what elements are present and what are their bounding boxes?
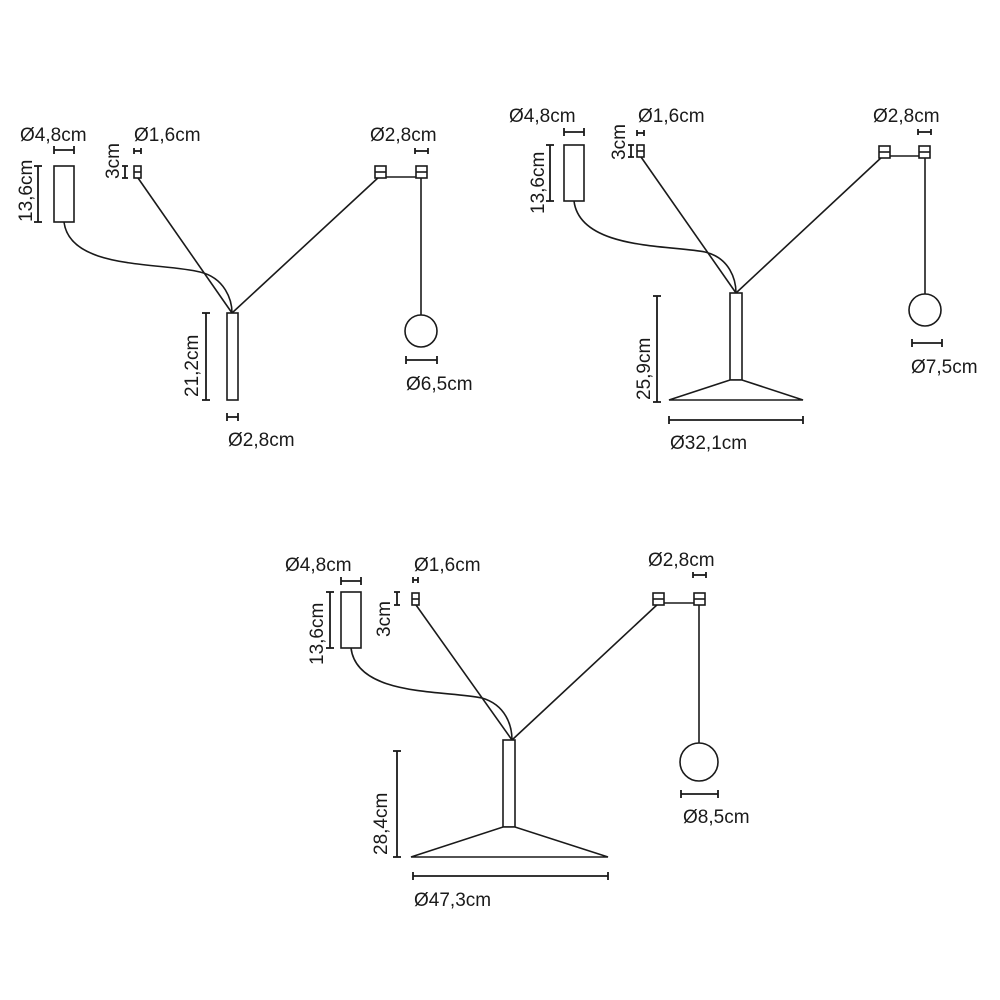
globe <box>679 742 719 782</box>
anchor-cable <box>137 177 233 314</box>
arm-cable <box>511 602 660 741</box>
anchor-height-dimension <box>628 144 634 158</box>
anchor-height-dimension <box>394 591 400 606</box>
lamp-body <box>226 312 239 401</box>
arm-joint-diameter-label: Ø2,8cm <box>648 550 715 571</box>
power-cable <box>573 200 737 294</box>
shade-diameter-dimension <box>668 416 804 424</box>
shade-diameter-label: Ø47,3cm <box>414 890 491 911</box>
shade-diameter-label: Ø32,1cm <box>670 433 747 454</box>
anchor-diameter-dimension <box>133 148 142 154</box>
arm-cable <box>735 155 884 294</box>
anchor-cable <box>415 604 513 741</box>
canopy-body <box>340 591 362 649</box>
canopy-diameter-label: Ø4,8cm <box>509 106 576 127</box>
body-height-label: 25,9cm <box>634 338 655 400</box>
power-cable <box>63 221 233 314</box>
anchor-diameter-label: Ø1,6cm <box>134 125 201 146</box>
canopy-height-label: 13,6cm <box>16 160 37 222</box>
body-height-dimension <box>653 295 661 403</box>
globe-diameter-dimension <box>405 356 438 364</box>
anchor-height-label: 3cm <box>103 143 124 179</box>
body-height-dimension <box>393 750 401 858</box>
canopy-height-label: 13,6cm <box>528 152 549 214</box>
lamp-shade <box>668 379 804 401</box>
body-height-dimension <box>202 312 210 401</box>
anchor-diameter-dimension <box>636 130 645 136</box>
anchor-height-label: 3cm <box>374 601 395 637</box>
body-height-label: 28,4cm <box>371 793 392 855</box>
arm-joint-diameter-label: Ø2,8cm <box>370 125 437 146</box>
anchor-cable <box>640 156 737 294</box>
body-diameter-dimension <box>226 413 239 421</box>
canopy-body <box>53 165 75 223</box>
anchor-height-label: 3cm <box>609 124 630 160</box>
canopy-diameter-dimension <box>53 146 75 154</box>
globe <box>404 314 438 348</box>
arm-joint-diameter-label: Ø2,8cm <box>873 106 940 127</box>
power-cable <box>350 647 513 741</box>
anchor-diameter-dimension <box>412 577 419 583</box>
canopy-diameter-dimension <box>563 128 585 136</box>
canopy-height-label: 13,6cm <box>307 603 328 665</box>
globe <box>908 293 942 327</box>
lamp-shade <box>410 826 609 858</box>
lamp-body <box>502 739 516 828</box>
anchor-diameter-label: Ø1,6cm <box>414 555 481 576</box>
lamp-body <box>729 292 743 381</box>
canopy-height-dimension <box>326 591 334 649</box>
canopy-body <box>563 144 585 202</box>
shade-diameter-dimension <box>412 872 609 880</box>
anchor-height-dimension <box>122 165 128 179</box>
variant-medium: Ø4,8cm 13,6cm Ø1,6cm 3cm <box>509 106 978 454</box>
canopy-diameter-label: Ø4,8cm <box>285 555 352 576</box>
arm-joint-diameter-dimension <box>917 129 932 135</box>
canopy-diameter-dimension <box>340 577 362 585</box>
arm-joint-diameter-dimension <box>414 148 429 154</box>
anchor-diameter-label: Ø1,6cm <box>638 106 705 127</box>
body-diameter-label: Ø2,8cm <box>228 430 295 451</box>
canopy-height-dimension <box>546 144 554 202</box>
canopy-height-dimension <box>34 165 42 223</box>
canopy-diameter-label: Ø4,8cm <box>20 125 87 146</box>
globe-diameter-dimension <box>680 790 719 798</box>
globe-diameter-label: Ø8,5cm <box>683 807 750 828</box>
arm-joint-diameter-dimension <box>692 572 707 578</box>
body-height-label: 21,2cm <box>182 335 203 397</box>
globe-diameter-label: Ø6,5cm <box>406 374 473 395</box>
variant-large: Ø4,8cm 13,6cm Ø1,6cm 3cm <box>285 550 750 911</box>
arm-cable <box>231 175 381 314</box>
variant-small: Ø4,8cm 13,6cm Ø1,6cm 3cm <box>16 125 473 451</box>
globe-diameter-dimension <box>911 339 943 347</box>
globe-diameter-label: Ø7,5cm <box>911 357 978 378</box>
